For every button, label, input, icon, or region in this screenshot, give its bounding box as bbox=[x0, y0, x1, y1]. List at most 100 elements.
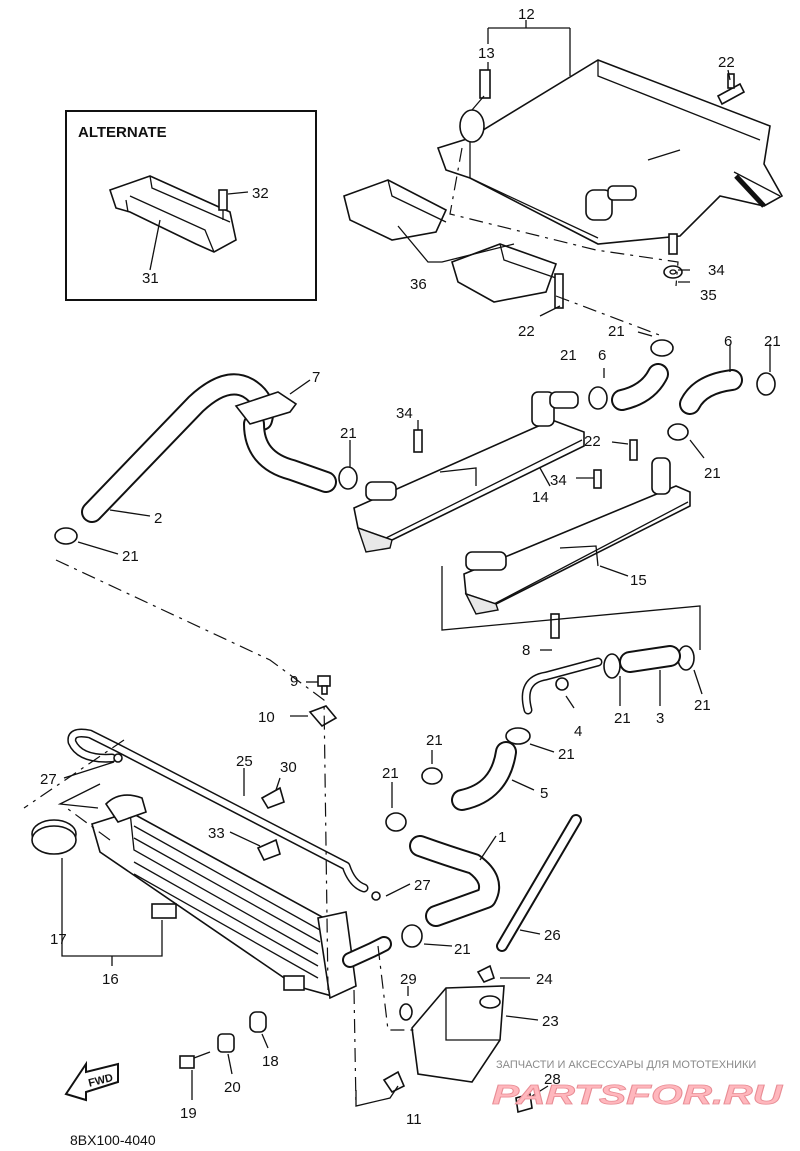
cooler-14 bbox=[353, 391, 585, 553]
part-number-21: 21 bbox=[694, 697, 711, 714]
part-number-34: 34 bbox=[396, 405, 413, 422]
clip-27-top bbox=[113, 753, 123, 763]
part-number-labels: 12 13 22 32 31 36 34 35 22 21 7 21 6 6 2… bbox=[40, 6, 781, 1128]
fwd-arrow: FWD bbox=[64, 1060, 119, 1102]
fitting-24 bbox=[476, 964, 495, 983]
clamp-21 bbox=[338, 466, 358, 490]
watermark: ЗАПЧАСТИ И АКСЕССУАРЫ ДЛЯ МОТОТЕХНИКИ PA… bbox=[492, 1059, 784, 1110]
part-number-22: 22 bbox=[718, 54, 735, 71]
part-number-20: 20 bbox=[224, 1079, 241, 1096]
bracket-31 bbox=[108, 175, 237, 253]
leader-lines bbox=[57, 20, 771, 1107]
clamp-21 bbox=[603, 653, 621, 679]
part-number-21: 21 bbox=[704, 465, 721, 482]
clip-33 bbox=[256, 838, 281, 862]
part-number-25: 25 bbox=[236, 753, 253, 770]
bolt-34-top bbox=[668, 233, 678, 255]
part-number-6: 6 bbox=[598, 347, 606, 364]
fwd-label: FWD bbox=[87, 1072, 114, 1090]
hose-6-right bbox=[679, 369, 743, 415]
watermark-logo: PARTSFOR.RU bbox=[492, 1079, 783, 1110]
part-number-16: 16 bbox=[102, 971, 119, 988]
part-number-23: 23 bbox=[542, 1013, 559, 1030]
part-number-18: 18 bbox=[262, 1053, 279, 1070]
part-number-31: 31 bbox=[142, 270, 159, 287]
part-number-32: 32 bbox=[252, 185, 269, 202]
clip-27-bottom bbox=[371, 891, 381, 901]
clamp-21 bbox=[756, 372, 776, 396]
grommet-29 bbox=[399, 1003, 413, 1021]
part-number-1: 1 bbox=[498, 829, 506, 846]
part-number-21: 21 bbox=[454, 941, 471, 958]
part-number-35: 35 bbox=[700, 287, 717, 304]
part-number-11: 11 bbox=[406, 1111, 422, 1128]
plate-36-left bbox=[343, 179, 448, 241]
diagram-code: 8BX100-4040 bbox=[70, 1132, 156, 1148]
part-number-5: 5 bbox=[540, 785, 548, 802]
shroud-elbow bbox=[585, 185, 637, 221]
bolt-28 bbox=[515, 1092, 533, 1114]
part-number-21: 21 bbox=[614, 710, 631, 727]
clamp-21 bbox=[667, 423, 689, 441]
fitting-11 bbox=[382, 1070, 406, 1094]
alternate-label: ALTERNATE bbox=[78, 124, 167, 141]
hose-5 bbox=[451, 741, 517, 811]
bolt-32 bbox=[218, 189, 228, 220]
part-number-3: 3 bbox=[656, 710, 664, 727]
clamp-21 bbox=[588, 386, 608, 410]
clamp-21 bbox=[650, 339, 674, 357]
clamp-21 bbox=[385, 812, 407, 832]
pipe-4 bbox=[521, 657, 603, 715]
part-number-4: 4 bbox=[574, 723, 582, 740]
part-number-27: 27 bbox=[414, 877, 431, 894]
part-number-29: 29 bbox=[400, 971, 417, 988]
bracket-10 bbox=[308, 705, 338, 728]
shroud-12 bbox=[436, 59, 784, 245]
hose-3 bbox=[619, 645, 681, 673]
hose-6-left bbox=[611, 363, 669, 411]
clamp-21 bbox=[401, 924, 423, 948]
fitting-13 bbox=[459, 69, 491, 143]
clamp-21 bbox=[505, 727, 531, 745]
part-number-21: 21 bbox=[122, 548, 139, 565]
part-number-27: 27 bbox=[40, 771, 57, 788]
plate-36-right bbox=[451, 243, 558, 303]
pipe-25 bbox=[67, 728, 369, 893]
part-number-36: 36 bbox=[410, 276, 427, 293]
cooler-15-elbow-left bbox=[465, 551, 507, 571]
clamp-21 bbox=[421, 767, 443, 785]
bolt-22-top bbox=[716, 73, 746, 106]
part-number-12: 12 bbox=[518, 6, 535, 23]
part-number-17: 17 bbox=[50, 931, 67, 948]
bolt-22-right bbox=[629, 439, 638, 461]
clip-30 bbox=[260, 786, 285, 809]
part-number-13: 13 bbox=[478, 45, 495, 62]
cooler-14-elbow-left bbox=[365, 481, 397, 501]
part-number-21: 21 bbox=[426, 732, 443, 749]
part-number-24: 24 bbox=[536, 971, 553, 988]
part-number-34: 34 bbox=[550, 472, 567, 489]
part-number-10: 10 bbox=[258, 709, 275, 726]
part-number-21: 21 bbox=[608, 323, 625, 340]
part-number-26: 26 bbox=[544, 927, 561, 944]
bolt-22-mid bbox=[554, 273, 564, 309]
part-number-6: 6 bbox=[724, 333, 732, 350]
part-number-2: 2 bbox=[154, 510, 162, 527]
radiator-16 bbox=[91, 794, 357, 1000]
part-number-19: 19 bbox=[180, 1105, 197, 1122]
part-number-21: 21 bbox=[560, 347, 577, 364]
collar-20 bbox=[217, 1033, 235, 1053]
part-number-21: 21 bbox=[340, 425, 357, 442]
radiator-outlet bbox=[342, 936, 392, 968]
bolt-34-left bbox=[413, 429, 423, 453]
clamp-21 bbox=[54, 527, 78, 545]
part-number-7: 7 bbox=[312, 369, 320, 386]
reservoir-23 bbox=[411, 985, 505, 1083]
watermark-top-text: ЗАПЧАСТИ И АКСЕССУАРЫ ДЛЯ МОТОТЕХНИКИ bbox=[496, 1059, 756, 1071]
part-number-8: 8 bbox=[522, 642, 530, 659]
part-number-15: 15 bbox=[630, 572, 647, 589]
bolt-8 bbox=[550, 613, 560, 639]
bolt-19 bbox=[179, 1051, 211, 1069]
part-number-9: 9 bbox=[290, 673, 298, 690]
